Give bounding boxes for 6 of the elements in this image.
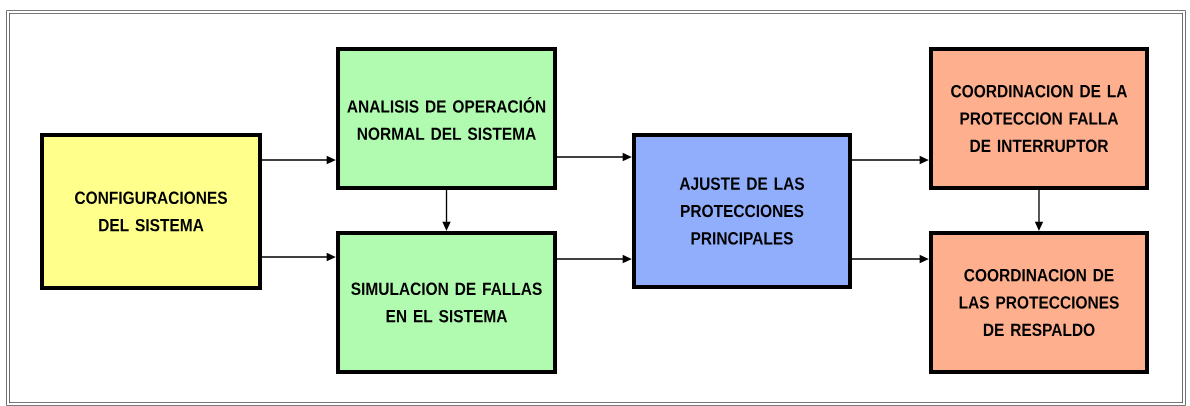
process-box: COORDINACION DE LAS PROTECCIONES DE RESPALDO bbox=[929, 231, 1149, 374]
process-box: COORDINACION DE LA PROTECCION FALLA DE INTERRUPTOR bbox=[929, 47, 1149, 190]
process-box: SIMULACION DE FALLAS EN EL SISTEMA bbox=[336, 231, 557, 374]
process-box: AJUSTE DE LAS PROTECCIONES PRINCIPALES bbox=[632, 133, 852, 289]
process-box: CONFIGURACIONES DEL SISTEMA bbox=[40, 133, 262, 290]
process-box: ANALISIS DE OPERACIÓN NORMAL DEL SISTEMA bbox=[336, 47, 557, 190]
